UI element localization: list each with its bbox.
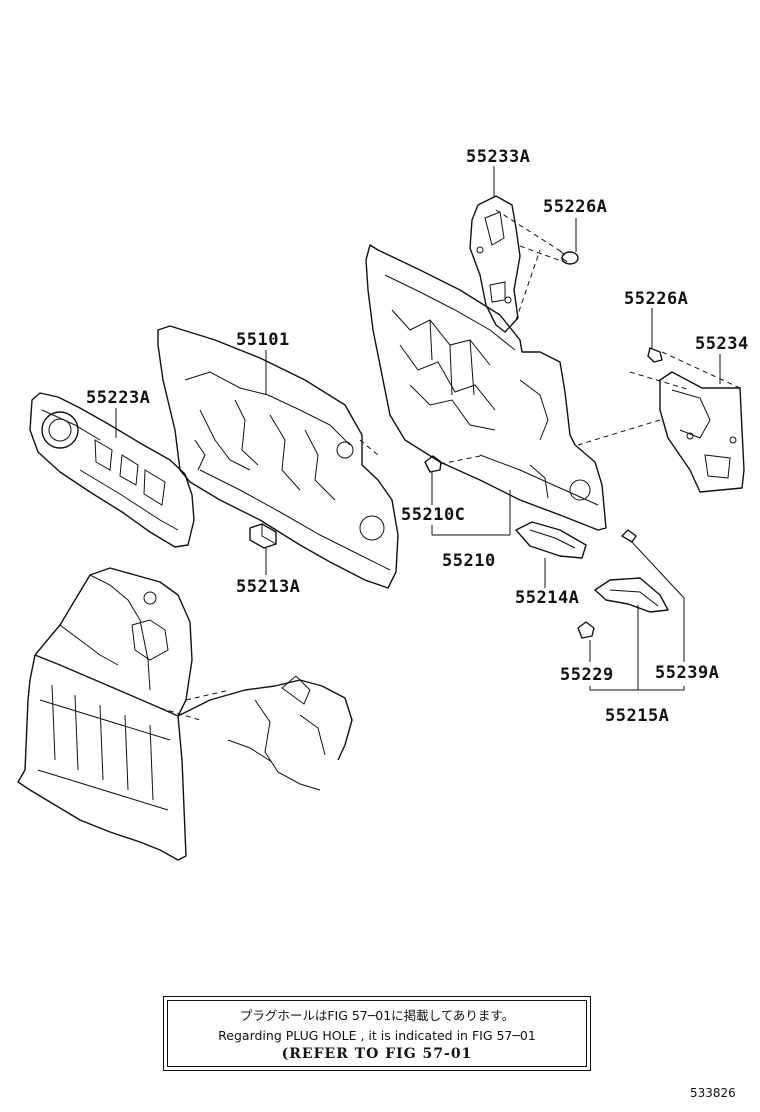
vehicle-body-shape	[17, 567, 353, 861]
part-55215A-shape	[577, 529, 669, 639]
part-55213A-shape	[249, 523, 277, 549]
note-line-refer: (REFER TO FIG 57-01	[281, 1046, 473, 1062]
leader-55215A	[589, 605, 684, 691]
part-55233A-shape	[469, 195, 521, 333]
figure-id: 533826	[690, 1086, 736, 1100]
part-labels: 55233A 55226A 55226A 55234 55101 55223A …	[86, 147, 749, 726]
label-55223A: 55223A	[86, 388, 150, 408]
label-55234: 55234	[695, 334, 749, 354]
label-55229: 55229	[560, 665, 614, 685]
label-55233A: 55233A	[466, 147, 530, 167]
part-55234-shape	[659, 371, 745, 493]
label-55210C: 55210C	[401, 505, 465, 525]
note-line-english: Regarding PLUG HOLE , it is indicated in…	[218, 1028, 536, 1043]
note-line-japanese: プラグホールはFIG 57─01に掲載してあります。	[239, 1008, 515, 1023]
part-55226A-right-shape	[647, 340, 663, 363]
leader-55239A	[629, 539, 685, 690]
leader-55210	[431, 490, 511, 536]
part-55214A-shape	[515, 521, 587, 559]
label-55226A-right: 55226A	[624, 289, 688, 309]
label-55226A-top: 55226A	[543, 197, 607, 217]
part-55223A-shape	[29, 392, 195, 548]
part-55101-shape	[157, 325, 399, 589]
part-55210C-shape	[424, 455, 442, 473]
label-55101: 55101	[236, 330, 290, 350]
part-55210-shape	[365, 244, 607, 531]
label-55239A: 55239A	[655, 663, 719, 683]
label-55213A: 55213A	[236, 577, 300, 597]
label-55215A: 55215A	[605, 706, 669, 726]
reference-note-box: プラグホールはFIG 57─01に掲載してあります。 Regarding PLU…	[163, 996, 591, 1071]
label-55210: 55210	[442, 551, 496, 571]
assembly-dashed-lines	[159, 209, 741, 721]
part-55226A-top-shape	[559, 250, 579, 265]
leader-lines	[115, 166, 721, 691]
label-55214A: 55214A	[515, 588, 579, 608]
